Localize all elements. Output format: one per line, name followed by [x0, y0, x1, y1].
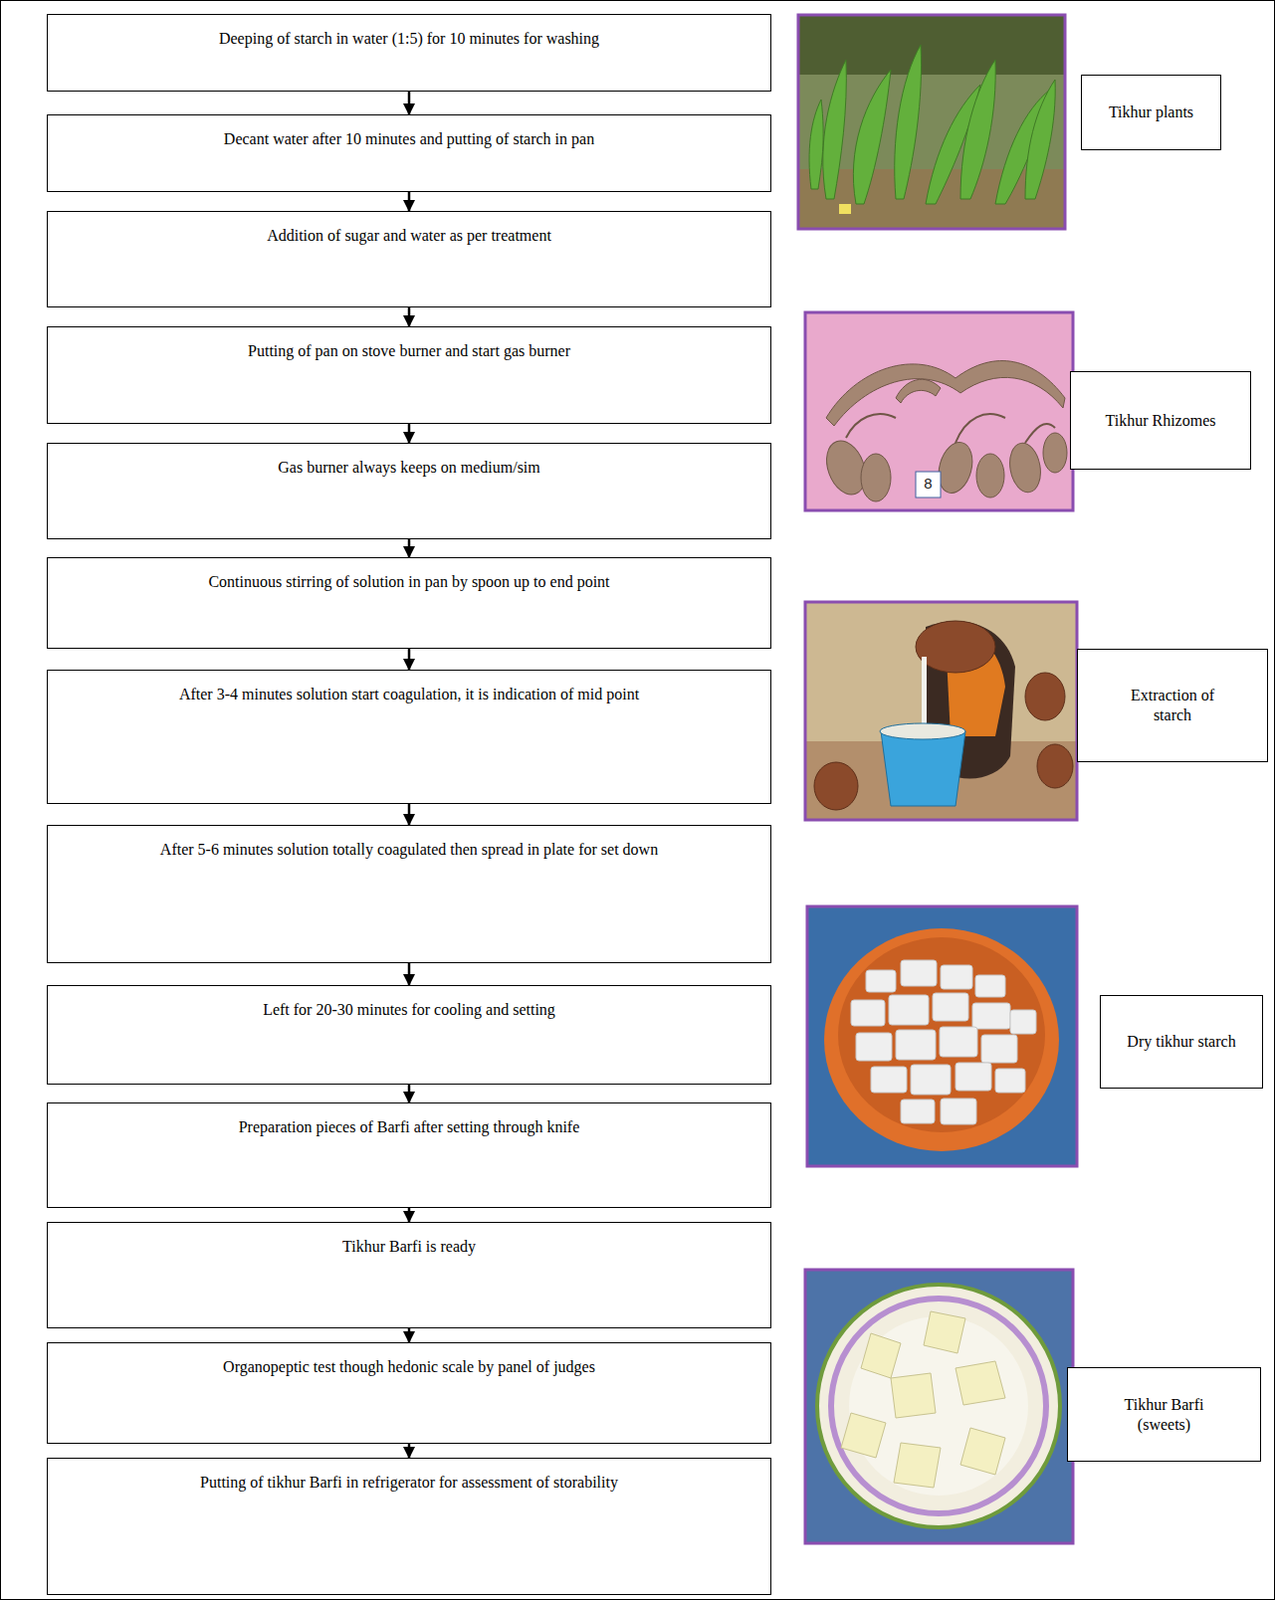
process-box: Gas burner always keeps on medium/sim [46, 442, 772, 540]
step-text: Continuous stirring of solution in pan b… [47, 558, 771, 593]
tag-number: 8 [915, 474, 941, 492]
flow-arrow [408, 1084, 412, 1103]
flow-arrow [408, 1444, 412, 1459]
dry-starch-photo [807, 906, 1077, 1167]
step-text: Putting of tikhur Barfi in refrigerator … [47, 1459, 771, 1493]
caption-text: Tikhur Rhizomes [1105, 411, 1217, 431]
flow-arrow [408, 539, 412, 558]
caption-box: Tikhur Barfi (sweets) [1066, 1367, 1262, 1463]
flow-arrow [408, 424, 412, 443]
step-text: Putting of pan on stove burner and start… [47, 327, 771, 362]
flow-arrow [408, 192, 412, 212]
flow-arrow [408, 307, 412, 327]
flow-arrow [408, 648, 412, 670]
step-text: Tikhur Barfi is ready [47, 1223, 771, 1258]
caption-text: Tikhur plants [1108, 102, 1194, 123]
process-box: After 5-6 minutes solution totally coagu… [46, 825, 772, 964]
process-box: Addition of sugar and water as per treat… [46, 211, 772, 308]
flow-arrow [408, 804, 412, 826]
caption-box: Tikhur Rhizomes [1069, 371, 1252, 470]
flow-arrow [408, 1208, 412, 1223]
step-text: Decant water after 10 minutes and puttin… [47, 115, 771, 150]
extraction-photo [805, 602, 1077, 821]
process-box: Decant water after 10 minutes and puttin… [46, 114, 772, 193]
caption-box: Dry tikhur starch [1099, 995, 1264, 1089]
caption-box: Tikhur plants [1080, 74, 1222, 151]
process-box: Continuous stirring of solution in pan b… [46, 557, 772, 649]
step-text: After 5-6 minutes solution totally coagu… [47, 826, 771, 860]
process-box: Putting of tikhur Barfi in refrigerator … [46, 1458, 772, 1596]
process-box: Organopeptic test though hedonic scale b… [46, 1342, 772, 1445]
caption-text: Extraction of starch [1115, 685, 1231, 726]
flow-arrow [408, 91, 412, 115]
step-text: Addition of sugar and water as per treat… [47, 212, 771, 246]
process-box: After 3-4 minutes solution start coagula… [46, 669, 772, 805]
plants-photo [798, 14, 1065, 229]
process-box: Deeping of starch in water (1:5) for 10 … [46, 13, 772, 92]
barfi-photo [805, 1270, 1073, 1544]
rhizomes-photo [805, 312, 1073, 511]
caption-text: Dry tikhur starch [1126, 1032, 1236, 1053]
step-text: Preparation pieces of Barfi after settin… [47, 1103, 771, 1138]
process-box: Preparation pieces of Barfi after settin… [46, 1102, 772, 1209]
step-text: Deeping of starch in water (1:5) for 10 … [47, 14, 771, 49]
flow-arrow [408, 963, 412, 986]
process-box: Tikhur Barfi is ready [46, 1222, 772, 1329]
step-text: Gas burner always keeps on medium/sim [47, 443, 771, 478]
flow-arrow [408, 1328, 412, 1343]
caption-text: Tikhur Barfi (sweets) [1111, 1395, 1217, 1436]
process-box: Putting of pan on stove burner and start… [46, 326, 772, 425]
step-text: Organopeptic test though hedonic scale b… [47, 1343, 771, 1378]
caption-box: Extraction of starch [1076, 648, 1269, 763]
step-text: After 3-4 minutes solution start coagula… [47, 670, 771, 705]
process-box: Left for 20-30 minutes for cooling and s… [46, 985, 772, 1085]
step-text: Left for 20-30 minutes for cooling and s… [47, 986, 771, 1021]
